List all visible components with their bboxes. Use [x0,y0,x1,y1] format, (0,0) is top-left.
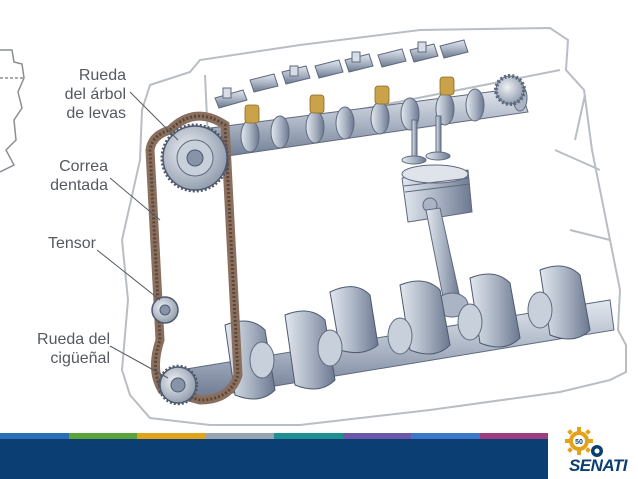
label-timing-belt-line2: dentada [50,177,108,194]
valve-rockers [214,39,469,124]
tensioner-pulley [151,296,179,324]
gear-small-icon [591,445,603,457]
label-camshaft-wheel-line3: de levas [66,105,126,122]
label-tensioner-line1: Tensor [47,235,96,252]
footer-stripe-segment-4 [205,433,274,439]
camshaft-wheel [160,123,230,193]
footer-stripe-segment-6 [342,433,411,439]
svg-text:50: 50 [575,439,583,446]
left-edge-gear-outline [0,49,25,173]
footer-stripe-segment-3 [137,433,206,439]
label-crank-wheel: Rueda del cigüeñal [10,330,110,368]
leader-lines [96,91,179,379]
camshaft [194,74,529,161]
senati-logo: 50 [565,427,603,457]
label-crank-wheel-line1: Rueda del [37,331,110,348]
label-tensioner: Tensor [20,234,96,253]
piston [401,164,473,223]
label-timing-belt: Correa dentada [20,157,108,195]
footer-stripe-segment-8 [479,433,548,439]
footer-stripe-segment-2 [68,433,137,439]
camshaft-end-gear [494,74,526,106]
crankshaft-wheel [157,364,199,406]
valves [401,115,451,165]
footer-stripe-segment-7 [411,433,480,439]
label-camshaft-wheel-line1: Rueda [78,67,126,84]
footer-stripe-segment-5 [274,433,343,439]
gear-icon: 50 [565,427,593,455]
footer-band [0,439,548,479]
label-camshaft-wheel: Rueda del árbol de levas [30,66,126,123]
senati-brand-text: SENATI [568,456,628,475]
label-timing-belt-line1: Correa [59,158,108,175]
label-crank-wheel-line2: cigüeñal [50,350,110,367]
footer-color-stripe [0,433,548,439]
timing-belt [145,111,243,405]
crankshaft [179,265,615,401]
label-camshaft-wheel-line2: del árbol [64,86,126,103]
footer-stripe-segment-1 [0,433,69,439]
